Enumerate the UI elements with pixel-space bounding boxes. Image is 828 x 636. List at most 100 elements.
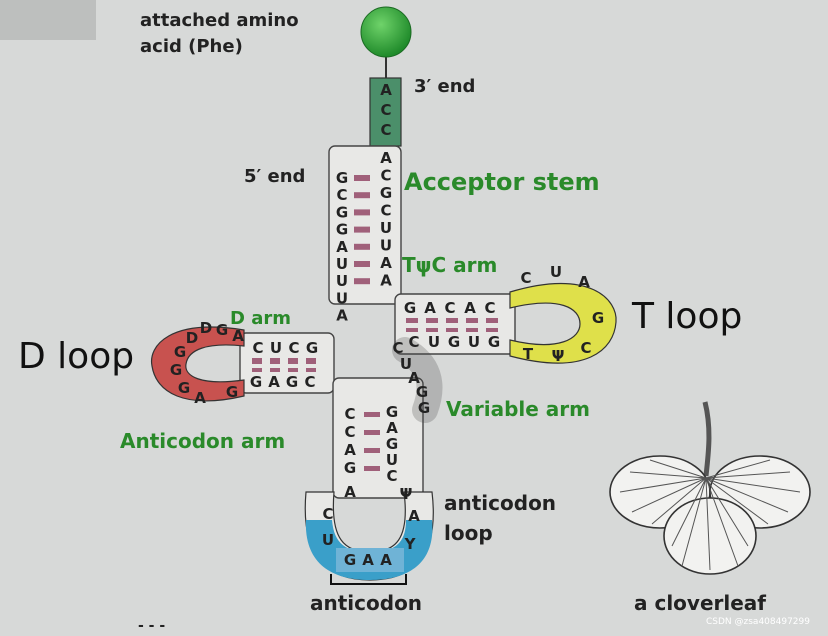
base-pair-bar [486,318,498,323]
d-loop-shape [150,326,245,402]
d-stem-bottom-nt: A [268,373,280,391]
base-pair-bar [364,430,380,435]
t-loop-nt: C [580,339,591,357]
base-pair-bar [288,368,298,372]
anticodon-arm-label: Anticodon arm [120,429,285,453]
base-pair-bar [354,226,370,233]
amino-acid-ball [360,6,412,58]
t-stem-top-nt: A [424,299,436,317]
anticodon-loop-label-line2: loop [444,521,493,545]
d-loop-nt: A [194,389,206,407]
acceptor-5prime-strand-nt: A [336,238,348,256]
anticodon-stem-right-nt: C [386,467,397,485]
base-pair-bar [364,412,380,417]
variable-arm-label: Variable arm [446,397,590,421]
base-pair-bar [446,328,458,332]
d-stem-bottom-nt: G [250,373,262,391]
base-pair-bar [486,328,498,332]
d-loop-nt: G [170,361,182,379]
base-pair-bar [466,318,478,323]
acceptor-3prime-strand-nt: A [380,254,392,272]
base-pair-bar [466,328,478,332]
decorative-dashes: - - - [138,618,165,634]
base-pair-bar [354,278,370,285]
base-pair-bar [252,358,262,364]
variable-region-nt: U [400,355,412,373]
acceptor-5prime-strand-nt: G [336,221,348,239]
acceptor-3prime-strand-nt: C [380,167,391,185]
base-pair-bar [406,318,418,323]
d-loop-nt: G [174,343,186,361]
acceptor-5prime-strand-nt: G [336,203,348,221]
t-stem-top-nt: C [484,299,495,317]
anticodon-triplet-nt: G [344,551,356,569]
anticodon-loop-nt: U [322,531,334,549]
d-stem-top-nt: G [306,339,318,357]
acceptor-3prime-strand-nt: C [380,202,391,220]
acceptor-5prime-strand-nt: A [336,307,348,325]
amino-acid-label-line1: attached amino [140,10,299,31]
d-stem-top-nt: U [270,339,282,357]
anticodon-stem-right-nt: G [386,403,398,421]
t-loop-nt: Ψ [552,347,565,365]
anticodon-label: anticodon [310,591,422,615]
variable-region-nt: C [392,339,403,357]
blurred-corner [0,0,96,40]
t-loop-nt: C [520,269,531,287]
acceptor-5prime-strand-nt: G [336,169,348,187]
base-pair-bar [446,318,458,323]
t-loop-nt: G [592,309,604,327]
base-pair-bar [270,358,280,364]
acceptor-3prime-strand-nt: A [380,149,392,167]
base-pair-bar [270,368,280,372]
base-pair-bar [406,328,418,332]
t-loop-nt: U [550,263,562,281]
t-stem-bottom-nt: C [408,333,419,351]
d-stem-top-nt: C [252,339,263,357]
t-loop-label: T loop [631,296,742,337]
base-pair-bar [354,209,370,216]
d-stem-bottom-nt: G [286,373,298,391]
acceptor-5prime-strand-nt: U [336,272,348,290]
t-stem-top-nt: A [464,299,476,317]
t-stem-top-nt: C [444,299,455,317]
acceptor-3prime-strand-nt: U [380,219,392,237]
base-pair-bar [426,328,438,332]
base-pair-bar [288,358,298,364]
acceptor-stem-label: Acceptor stem [404,168,600,196]
d-loop-nt: A [232,327,244,345]
base-pair-bar [306,358,316,364]
three-prime-tail-nt: C [380,101,391,119]
base-pair-bar [354,175,370,181]
amino-acid-label-line2: acid (Phe) [140,36,243,57]
anticodon-highlight [336,548,404,572]
tpsic-arm-label: TψC arm [402,253,497,277]
d-loop-nt: G [178,379,190,397]
t-stem-bottom-nt: G [448,333,460,351]
base-pair-bar [364,448,380,453]
t-stem-bottom-nt: U [428,333,440,351]
three-prime-tail-nt: A [380,81,392,99]
anticodon-stem-right-nt: G [386,435,398,453]
base-pair-bar [354,243,370,250]
trna-backbone [239,145,516,499]
base-pairs [252,175,498,471]
anticodon-bracket [330,574,407,585]
anticodon-stem-right-nt: U [386,451,398,469]
acceptor-3prime-strand-nt: U [380,237,392,255]
base-pair-bar [354,261,370,267]
variable-region-nt: G [416,383,428,401]
t-loop-shape [509,282,617,364]
three-prime-end-label: 3′ end [414,76,475,97]
t-stem-top-nt: G [404,299,416,317]
anticodon-triplet-nt: A [362,551,374,569]
three-prime-tail-nt: C [380,121,391,139]
d-stem-top-nt: C [288,339,299,357]
acceptor-5prime-strand-nt: U [336,255,348,273]
variable-region-nt: G [418,399,430,417]
d-loop-nt: D [200,319,212,337]
d-loop-nt: G [226,383,238,401]
anticodon-loop-nt: Y [404,535,417,553]
anticodon-triplet-nt: A [380,551,392,569]
cloverleaf-label: a cloverleaf [634,591,766,615]
